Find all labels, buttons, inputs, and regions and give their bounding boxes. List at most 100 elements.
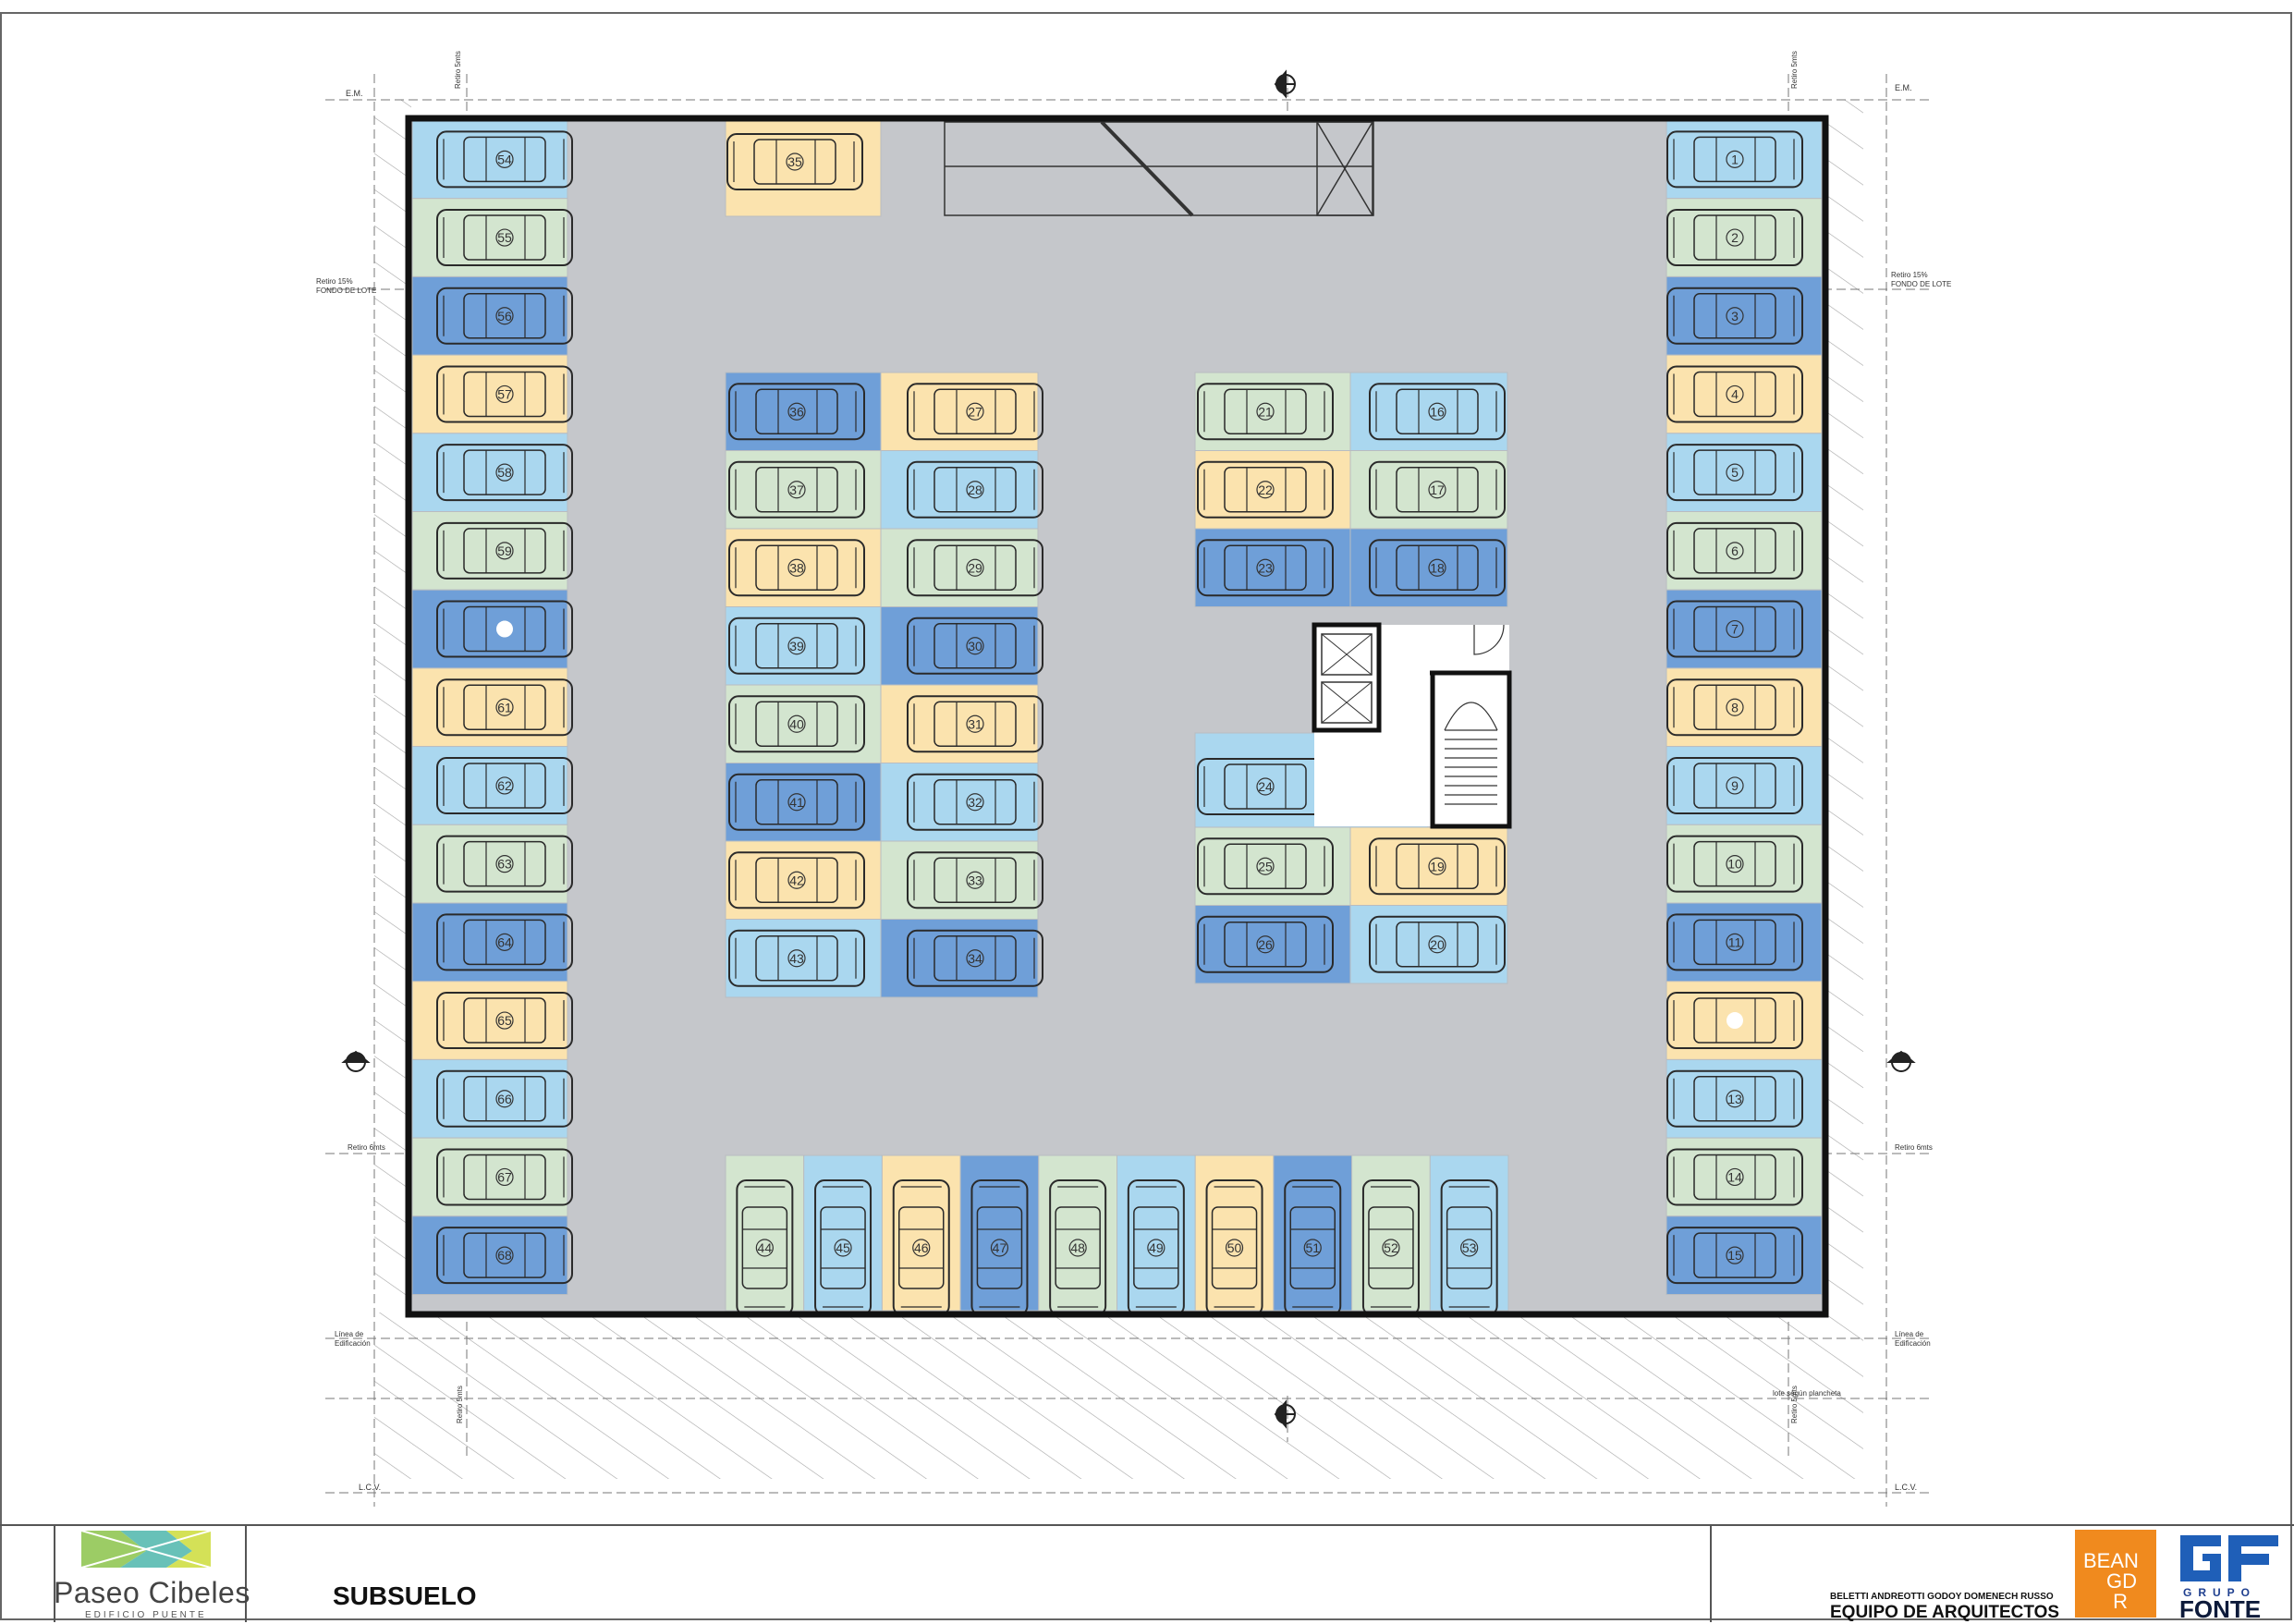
grupo-fonte-grupo: GRUPO xyxy=(2183,1586,2257,1599)
architects-team: EQUIPO DE ARQUITECTOS xyxy=(1830,1603,2060,1622)
parking-space-14: 14 xyxy=(1666,1137,1823,1217)
retiro-5-top-left: Retiro 5mts xyxy=(454,51,462,89)
retiro-5-top-right: Retiro 5mts xyxy=(1790,51,1799,89)
grupo-fonte-logo-icon xyxy=(2180,1535,2278,1581)
title-block-divider-right xyxy=(1710,1524,1712,1622)
parking-space-47: 47 xyxy=(959,1154,1040,1316)
parking-spaces: 5455565758596162636465666768123456789101… xyxy=(411,119,1823,1316)
architects-names: BELETTI ANDREOTTI GODOY DOMENECH RUSSO xyxy=(1830,1592,2054,1602)
parking-space-38: 38 xyxy=(725,528,882,607)
space-number: 39 xyxy=(789,639,804,653)
parking-space-39: 39 xyxy=(725,606,882,686)
parking-space-unnumbered xyxy=(1666,981,1823,1060)
parking-space-25: 25 xyxy=(1194,826,1351,906)
space-number: 40 xyxy=(789,716,804,731)
retiro-6-left: Retiro 6mts xyxy=(348,1143,385,1152)
parking-space-68: 68 xyxy=(411,1215,573,1296)
parking-space-21: 21 xyxy=(1194,372,1351,451)
parking-space-33: 33 xyxy=(880,840,1043,920)
space-number: 51 xyxy=(1305,1240,1320,1255)
space-number: 30 xyxy=(968,639,982,653)
space-number: 14 xyxy=(1727,1169,1742,1184)
parking-space-51: 51 xyxy=(1273,1154,1353,1316)
space-number: 25 xyxy=(1258,859,1273,873)
space-number: 24 xyxy=(1258,779,1273,794)
retiro-15-right: Retiro 15% xyxy=(1891,271,1928,279)
bean-gdr-logo xyxy=(2075,1530,2156,1618)
parking-space-31: 31 xyxy=(880,684,1043,763)
space-number: 15 xyxy=(1727,1248,1742,1263)
parking-space-3: 3 xyxy=(1666,275,1823,356)
em-label-right: E.M. xyxy=(1895,83,1912,92)
parking-space-29: 29 xyxy=(880,528,1043,607)
space-number: 16 xyxy=(1430,404,1445,419)
parking-space-64: 64 xyxy=(411,902,573,983)
space-number: 23 xyxy=(1258,560,1273,575)
parking-space-49: 49 xyxy=(1116,1154,1196,1316)
space-number: 52 xyxy=(1384,1240,1398,1255)
space-number: 27 xyxy=(968,404,982,419)
space-number: 10 xyxy=(1727,857,1742,872)
retiro-15-left: Retiro 15% xyxy=(316,277,353,286)
space-number: 53 xyxy=(1462,1240,1477,1255)
bean-gdr-text: BEAN GD R xyxy=(2078,1551,2155,1612)
parking-space-unnumbered xyxy=(411,589,573,669)
parking-space-57: 57 xyxy=(411,354,573,434)
space-number: 58 xyxy=(497,465,512,480)
space-number: 55 xyxy=(497,230,512,245)
parking-space-19: 19 xyxy=(1349,826,1508,906)
parking-space-55: 55 xyxy=(411,198,573,277)
space-number: 21 xyxy=(1258,404,1273,419)
space-number: 42 xyxy=(789,873,804,887)
retiro-6-right: Retiro 6mts xyxy=(1895,1143,1933,1152)
space-number: 37 xyxy=(789,482,804,497)
space-number: 19 xyxy=(1430,859,1445,873)
parking-space-32: 32 xyxy=(880,763,1043,842)
parking-space-56: 56 xyxy=(411,275,573,356)
parking-space-62: 62 xyxy=(411,746,573,825)
space-number: 67 xyxy=(497,1169,512,1184)
space-number: 50 xyxy=(1227,1240,1242,1255)
space-number: 4 xyxy=(1731,386,1739,401)
parking-space-65: 65 xyxy=(411,981,573,1060)
space-number: 33 xyxy=(968,873,982,887)
parking-space-52: 52 xyxy=(1351,1154,1431,1316)
parking-space-22: 22 xyxy=(1194,450,1351,530)
parking-space-13: 13 xyxy=(1666,1058,1823,1139)
parking-space-7: 7 xyxy=(1666,589,1823,669)
space-number: 26 xyxy=(1258,937,1273,952)
sheet-border xyxy=(0,12,2292,1620)
parking-space-46: 46 xyxy=(881,1154,961,1316)
space-number: 68 xyxy=(497,1248,512,1263)
setback-hatch xyxy=(374,100,1863,1479)
space-number: 8 xyxy=(1731,700,1739,714)
space-number: 44 xyxy=(758,1240,773,1255)
linea-edificacion-right-2: Edificación xyxy=(1895,1339,1931,1348)
parking-space-61: 61 xyxy=(411,667,573,748)
lcv-left: L.C.V. xyxy=(359,1483,381,1492)
section-marker-right xyxy=(1886,1050,1916,1072)
space-number: 34 xyxy=(968,951,982,966)
project-name: Paseo Cibeles xyxy=(54,1576,250,1609)
parking-space-18: 18 xyxy=(1349,528,1508,607)
paseo-cibeles-logo xyxy=(81,1530,211,1569)
parking-space-63: 63 xyxy=(411,824,573,904)
title-block-divider-logo xyxy=(245,1524,247,1622)
parking-space-8: 8 xyxy=(1666,667,1823,748)
parking-space-1: 1 xyxy=(1666,119,1823,200)
fondo-lote-right: FONDO DE LOTE xyxy=(1891,280,1951,288)
parking-space-36: 36 xyxy=(725,372,882,451)
space-number: 38 xyxy=(789,560,804,575)
space-number: 5 xyxy=(1731,465,1739,480)
parking-space-10: 10 xyxy=(1666,824,1823,904)
space-number: 3 xyxy=(1731,309,1739,324)
lote-plancheta: lote según plancheta xyxy=(1773,1389,1841,1398)
fondo-lote-left: FONDO DE LOTE xyxy=(316,287,376,295)
bean-line-3: R xyxy=(2113,1590,2128,1613)
parking-space-23: 23 xyxy=(1194,528,1351,607)
space-number: 22 xyxy=(1258,482,1273,497)
bean-line-1: BEAN xyxy=(2083,1549,2139,1572)
space-number: 28 xyxy=(968,482,982,497)
space-number: 54 xyxy=(497,152,512,166)
